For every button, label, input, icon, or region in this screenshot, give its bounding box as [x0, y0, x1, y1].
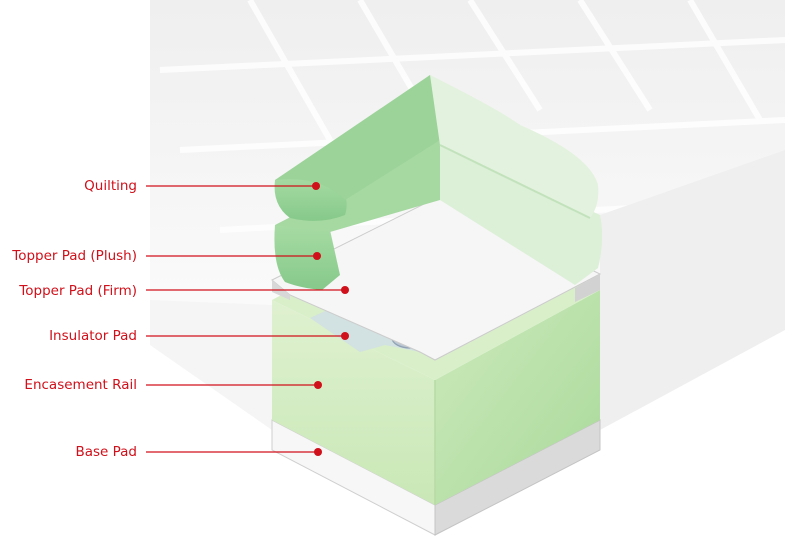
label-topper-pad-plush: Topper Pad (Plush) [12, 248, 137, 264]
label-topper-pad-firm: Topper Pad (Firm) [19, 283, 137, 299]
leader-insulator [146, 332, 349, 340]
label-encasement-rail: Encasement Rail [24, 377, 137, 393]
leader-quilting [146, 182, 320, 190]
label-base-pad: Base Pad [75, 444, 137, 460]
label-quilting: Quilting [84, 178, 137, 194]
leader-topper-firm [146, 286, 349, 294]
leader-lines [146, 182, 349, 456]
label-insulator-pad: Insulator Pad [49, 328, 137, 344]
leader-encasement [146, 381, 322, 389]
encasement-rail-layer [272, 290, 600, 505]
leader-base [146, 448, 322, 456]
leader-topper-plush [146, 252, 321, 260]
